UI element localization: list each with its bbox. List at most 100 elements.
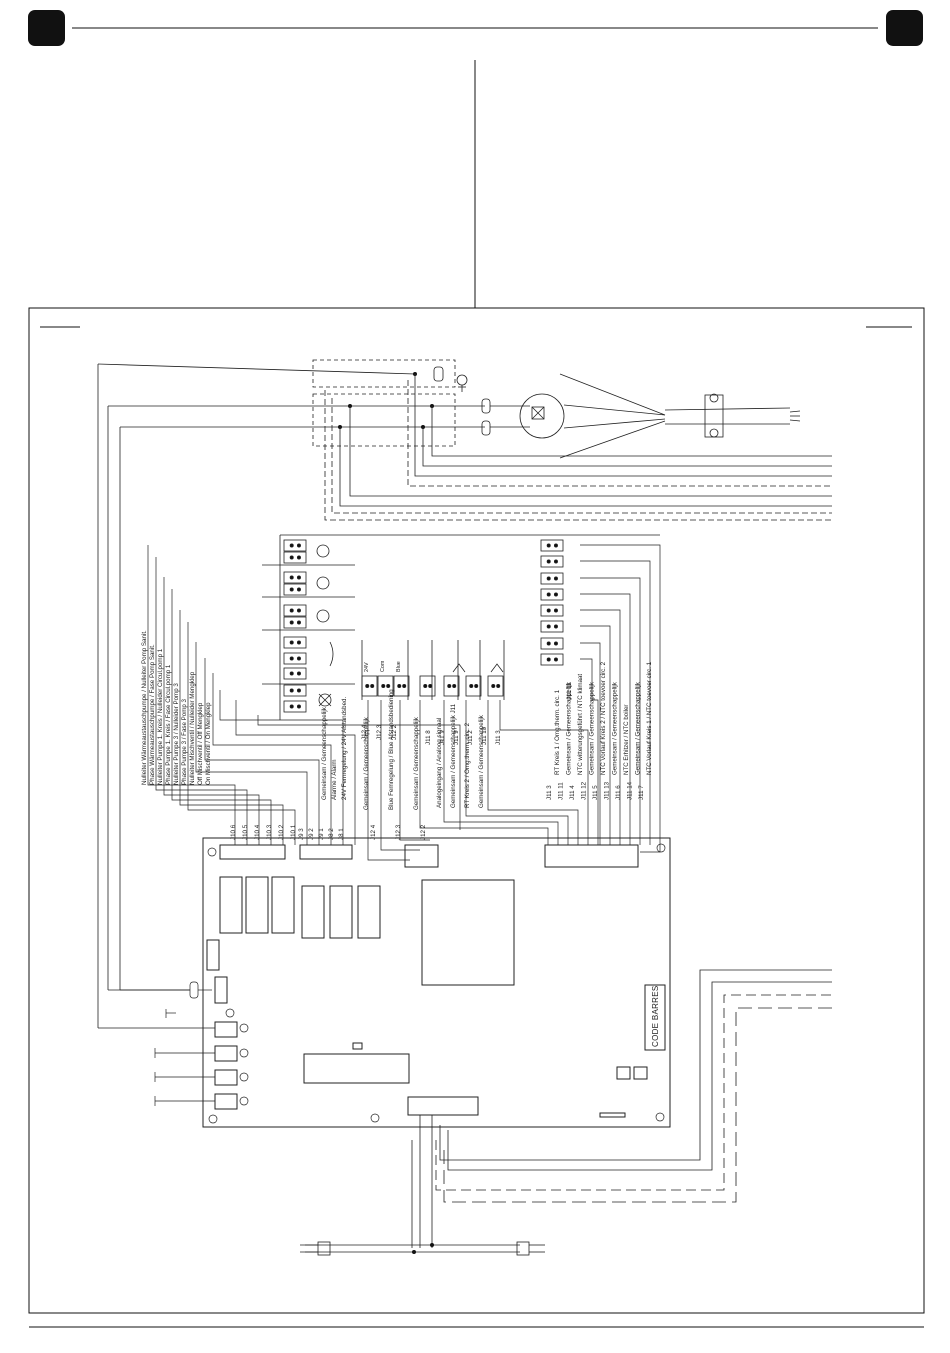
- terminal-block: [283, 700, 307, 713]
- j11-signal-label: NTC Vorlauf Kreis 1 / NTC toevoer circ. …: [646, 661, 653, 775]
- j12-top-pin-label: J12 3: [376, 724, 383, 740]
- terminal-block: [540, 555, 564, 568]
- terminal-block: [283, 604, 307, 617]
- pump-label: Nulleiter Wärmeaustauschpumpe / Nulleite…: [141, 630, 148, 785]
- j12-top-pin-label: J12 4: [361, 724, 368, 740]
- j10-pin-label: J10 6: [230, 824, 237, 840]
- j9-pin-label: J9 3: [298, 828, 305, 840]
- j11-pin-label: J11 13: [604, 781, 611, 800]
- j9-signal-label: 24V Fernregelung / 24V Afstandsbed.: [341, 697, 348, 800]
- pump-label: Phase Pumpe 1. Kreis / Fase Circul.pomp …: [165, 664, 172, 785]
- terminal-block: [540, 653, 564, 666]
- j11-signal-label: Gemeinsam / Gemeenschappelijk J11: [450, 703, 457, 808]
- pump-label: Phase Wärmeaustauschpumpe / Fase Pomp Sa…: [149, 644, 156, 785]
- j11-signal-label: RT Kreis 1 / Omg.therm. circ. 1: [554, 689, 561, 775]
- j11-pin-label: J11 8: [425, 730, 432, 745]
- terminal-block: [540, 604, 564, 617]
- j11-signal-label: Analogeingang / Analoog signaal: [436, 718, 443, 808]
- terminal-block: [443, 675, 460, 697]
- pump-label: Off Mischventil / Off Mengklep: [197, 702, 204, 785]
- terminal-voltage-label: 24V: [364, 662, 370, 672]
- j12-top-pin-label: J12 2: [391, 724, 398, 740]
- j9-pin-label: J9 2: [308, 828, 315, 840]
- j10-pin-label: J10 1: [290, 824, 297, 840]
- j11-signal-label: NTC witterungsgeführt / NTC klimaat: [577, 674, 584, 775]
- terminal-block: [465, 675, 482, 697]
- terminal-block: [377, 675, 394, 697]
- code-barres-label: CODE BARRES: [651, 985, 660, 1047]
- terminal-block: [540, 588, 564, 601]
- j11-pin-label: J11 11: [558, 782, 565, 800]
- terminal-block: [487, 675, 504, 697]
- j9-signal-label: Alarme / Alarm: [331, 759, 338, 800]
- j11-pin-label: J11 5: [592, 785, 599, 800]
- j11-signal-label: Gemeinsam / Gemeenschappelijk: [478, 714, 485, 808]
- j11-signal-label: Gemeinsam / Gemeenschappelijk: [566, 681, 573, 775]
- pump-label: Phase Pumpe 3 / Fase Pomp 3: [181, 698, 188, 785]
- terminal-block: [393, 675, 410, 697]
- terminal-block: [540, 539, 564, 552]
- j11-pin-label: J11 14: [627, 781, 634, 800]
- j9-pin-label: J9 1: [318, 828, 325, 840]
- terminal-block: [361, 675, 378, 697]
- header-marker-left: [28, 10, 65, 46]
- terminal-block: [283, 667, 307, 680]
- bottom-cables: [300, 969, 832, 1256]
- terminal-block: [283, 636, 307, 649]
- terminal-block: [540, 572, 564, 585]
- main-switch-icon: [519, 393, 565, 439]
- terminal-voltage-label: Blue: [396, 661, 402, 672]
- centre-terminals: [361, 640, 505, 700]
- j11-pin-label: J11 12: [581, 781, 588, 800]
- terminal-block: [283, 551, 307, 564]
- valve-icon: [318, 693, 332, 707]
- terminal-block: [540, 620, 564, 633]
- board-screws: [207, 843, 666, 1124]
- earth-leads: [98, 981, 215, 1106]
- terminal-block: [283, 684, 307, 697]
- j12-signal-label: Blue Fernregelung / Blue Afstandsbedieni…: [388, 689, 395, 810]
- j9-signal-label: Gemeinsam / Gemeenschappelijk: [321, 706, 328, 800]
- outgoing-cables: [324, 374, 832, 521]
- j12-pin-label: J12 4: [370, 824, 377, 840]
- board-wiring: [147, 544, 661, 861]
- pump-label: Nulleiter Mischventil / Nulleider Mengkl…: [189, 671, 196, 785]
- terminal-labels: Nulleiter Wärmeaustauschpumpe / Nulleite…: [141, 630, 653, 840]
- j11-signal-label: NTC Erhitzer / NTC boiler: [623, 705, 630, 775]
- diagram-frame: [28, 307, 925, 1314]
- j11-pin-label: J11 1: [439, 730, 446, 745]
- j11-top-pin-label: J11 11: [566, 682, 573, 700]
- j11-signal-label: NTC Vorlauf Kreis 2 / NTC toevoer circ. …: [600, 661, 607, 775]
- pump-label: Nulleiter Pumpe 1. Kreis / Nulleider Cir…: [157, 648, 164, 785]
- mains-junctions: [338, 372, 434, 429]
- j12-pin-label: J12 3: [395, 824, 402, 840]
- terminal-block: [283, 652, 307, 665]
- j11-pin-label: J11 3: [495, 730, 502, 745]
- code-barres-box: [644, 984, 666, 1051]
- j11-pin-label: J11 7: [638, 785, 645, 800]
- j12-pin-label: J12 2: [420, 824, 427, 840]
- j12-signal-label: Gemeinsam / Gemeenschappelijk: [363, 716, 370, 810]
- j11-pin-label: J11 10: [481, 726, 488, 745]
- j12-signal-label: Gemeinsam / Gemeenschappelijk: [413, 716, 420, 810]
- j10-pin-label: J10 3: [266, 824, 273, 840]
- j9-pin-label: J8 2: [328, 828, 335, 840]
- j11-signal-label: Gemeinsam / Gemeenschappelijk: [635, 681, 642, 775]
- terminal-block: [283, 571, 307, 584]
- relay-terminal-strip: [262, 534, 660, 720]
- pump-label: Nulleiter Pumpe 3 / Nulleider Pomp 3: [173, 683, 180, 785]
- j10-pin-label: J10 4: [254, 824, 261, 840]
- bottom-junctions: [412, 1243, 434, 1254]
- terminal-block: [283, 539, 307, 552]
- j11-pin-label: J11 6: [615, 785, 622, 800]
- terminal-voltage-label: Com: [380, 660, 386, 672]
- terminal-block: [283, 583, 307, 596]
- j11-pin-label: J11 9: [453, 730, 460, 745]
- terminal-block: [419, 675, 436, 697]
- j10-pin-label: J10 5: [242, 824, 249, 840]
- terminal-block: [540, 637, 564, 650]
- control-board: [202, 837, 671, 1128]
- j11-signal-label: RT Kreis 2 / Omg.therm. circ. 2: [464, 722, 471, 808]
- j11-signal-label: Gemeinsam / Gemeenschappelijk: [589, 681, 596, 775]
